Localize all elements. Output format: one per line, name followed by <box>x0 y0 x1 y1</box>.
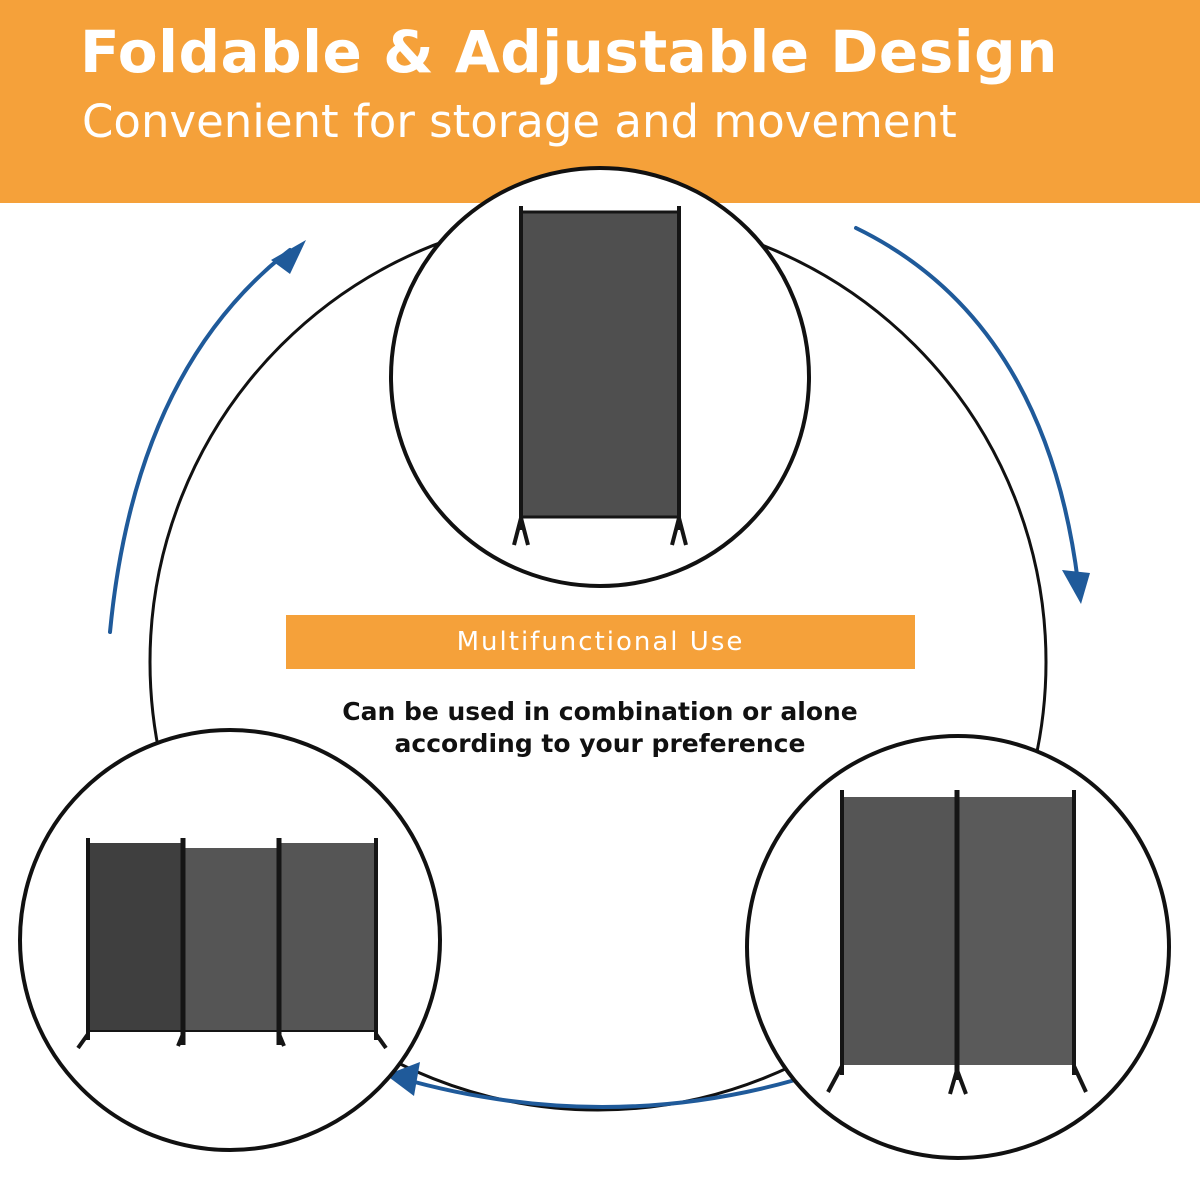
single-panel-divider-icon <box>389 166 811 588</box>
cycle-arrow-icon <box>108 226 1080 1109</box>
page-subtitle: Convenient for storage and movement <box>82 95 957 148</box>
feature-description: Can be used in combination or alone acco… <box>300 696 900 760</box>
feature-badge: Multifunctional Use <box>286 615 915 669</box>
triple-panel-divider-icon <box>18 728 442 1152</box>
double-panel-divider-icon <box>745 734 1171 1160</box>
description-line-1: Can be used in combination or alone <box>342 697 858 726</box>
arrowhead-icon <box>271 240 1090 1096</box>
page-title: Foldable & Adjustable Design <box>80 18 1058 86</box>
description-line-2: according to your preference <box>394 729 806 758</box>
